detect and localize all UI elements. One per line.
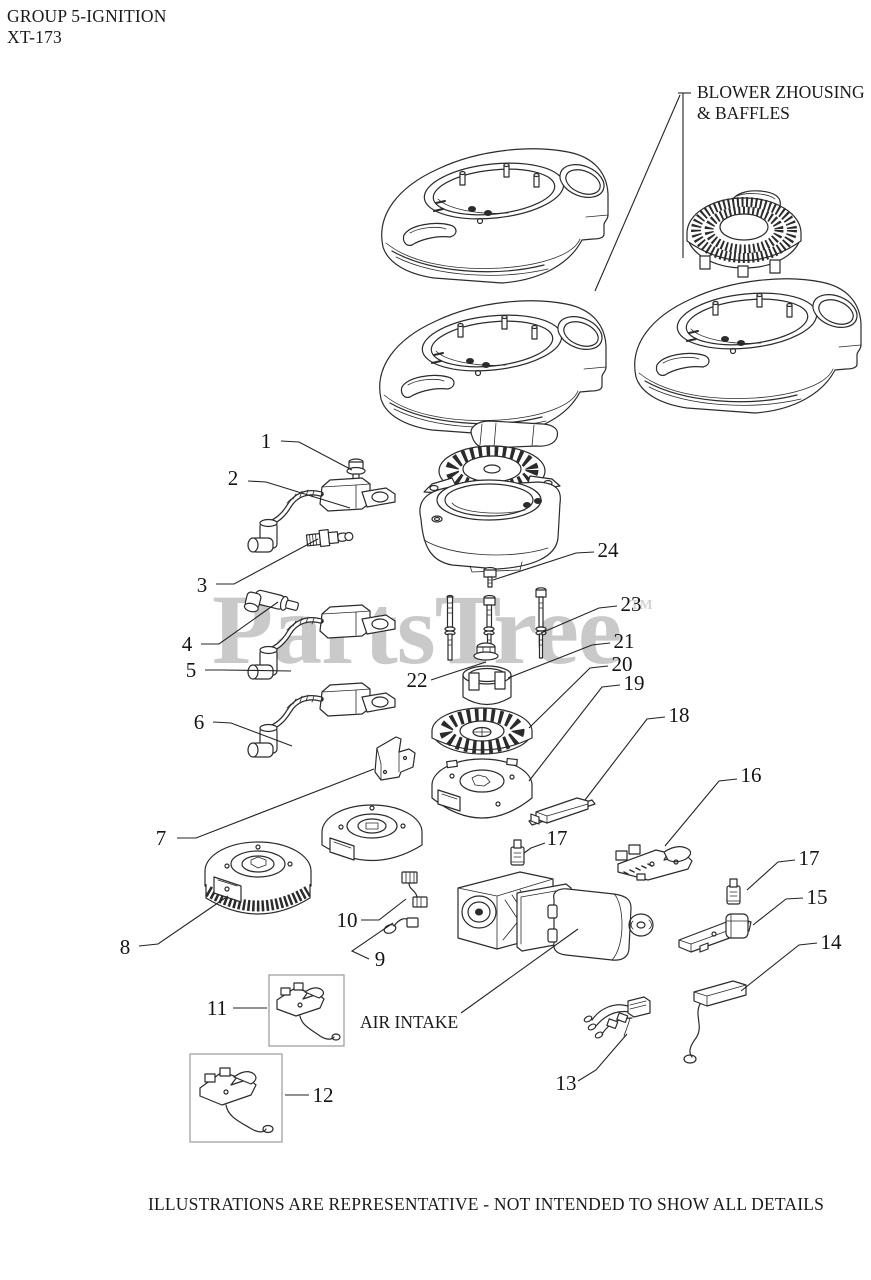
leader-14 (740, 942, 818, 992)
callout-20: 20 (612, 652, 633, 676)
callout-21: 21 (614, 629, 635, 653)
callout-8: 8 (120, 935, 131, 959)
blower-housing-right (633, 277, 863, 414)
leader-18 (584, 716, 666, 801)
lead-wire-9 (383, 917, 419, 934)
plug-boot-4 (243, 589, 299, 613)
callout-22: 22 (407, 668, 428, 692)
callout-15: 15 (807, 885, 828, 909)
leader-17-center (523, 842, 546, 854)
air-intake-label: AIR INTAKE (360, 1012, 459, 1032)
callout-16: 16 (741, 763, 762, 787)
leader-17-right (746, 859, 796, 891)
callout-17-center: 17 (547, 826, 568, 850)
mounting-screw-24 (483, 566, 497, 588)
leader-blower-diagonal (594, 94, 681, 292)
magnet-bar-18 (528, 797, 596, 826)
leader-5 (205, 669, 292, 672)
baffle-bracket-7 (374, 736, 416, 781)
wire-harness-10 (401, 871, 428, 908)
leader-6 (212, 721, 293, 747)
leader-3 (216, 538, 319, 585)
leader-4 (201, 601, 279, 645)
callout-4: 4 (182, 632, 193, 656)
callout-10: 10 (337, 908, 358, 932)
leader-20 (528, 665, 609, 729)
callout-5: 5 (186, 658, 197, 682)
coil-kit-box-12 (189, 1053, 283, 1143)
terminal-clip-17-right (726, 878, 741, 905)
coil-kit-box-11 (268, 974, 345, 1047)
ignition-module-14 (683, 980, 747, 1064)
leader-23 (540, 605, 618, 634)
blower-housing-label: BLOWER ZHOUSING & BAFFLES (697, 82, 865, 123)
flywheel-plain (321, 804, 423, 861)
callout-18: 18 (669, 703, 690, 727)
flywheel-19 (431, 757, 533, 819)
spark-plug-3 (305, 529, 354, 548)
air-cleaner-assembly (457, 871, 654, 961)
wire-harness-13 (583, 996, 651, 1039)
cooling-fan-20 (431, 707, 533, 755)
leader-lines (138, 92, 818, 1096)
leader-2 (247, 480, 351, 509)
callout-23: 23 (621, 592, 642, 616)
leader-10 (361, 898, 407, 921)
callout-14: 14 (821, 930, 843, 954)
callout-3: 3 (197, 573, 208, 597)
leader-24 (492, 551, 595, 581)
blower-housing-base (419, 479, 561, 573)
callout-2: 2 (228, 466, 239, 490)
callout-1: 1 (261, 429, 272, 453)
callout-24: 24 (598, 538, 620, 562)
callout-9: 9 (375, 947, 386, 971)
flange-nut-22 (473, 642, 499, 661)
group-title: GROUP 5-IGNITION (7, 6, 167, 26)
callout-17-right: 17 (799, 846, 820, 870)
watermark-tm: TM (630, 598, 653, 613)
terminal-clip-17-center (510, 839, 525, 866)
leader-8 (138, 895, 229, 947)
footer-disclaimer: ILLUSTRATIONS ARE REPRESENTATIVE - NOT I… (148, 1194, 825, 1214)
leader-15 (752, 897, 804, 926)
leader-1 (280, 440, 353, 471)
leader-9 (350, 922, 394, 960)
model-number: XT-173 (7, 27, 62, 47)
callout-19: 19 (624, 671, 645, 695)
callout-numbers: 1 2 3 4 5 6 7 8 9 10 11 12 13 14 15 16 1… (120, 429, 842, 1107)
starter-cup-21 (462, 665, 512, 706)
leader-22 (430, 661, 487, 681)
leader-16 (664, 778, 738, 847)
callout-11: 11 (207, 996, 227, 1020)
callout-6: 6 (194, 710, 205, 734)
blower-housing-top (380, 147, 610, 284)
module-bracket-15 (678, 913, 752, 953)
kill-switch-16 (615, 844, 693, 881)
leader-21 (507, 642, 611, 679)
callout-13: 13 (556, 1071, 577, 1095)
leader-19 (528, 684, 621, 782)
leader-air-intake (460, 928, 579, 1014)
callout-7: 7 (156, 826, 167, 850)
flywheel-ring-gear-8 (204, 841, 312, 915)
leader-7 (177, 768, 375, 839)
leader-13 (577, 1033, 628, 1082)
blower-housing-middle (378, 299, 608, 436)
ignition-coil-5 (248, 605, 395, 679)
stud-23 (535, 587, 547, 659)
debris-screen (686, 190, 802, 278)
callout-12: 12 (313, 1083, 334, 1107)
page-header: GROUP 5-IGNITION XT-173 (7, 6, 167, 48)
ignition-coil-6 (248, 683, 395, 757)
